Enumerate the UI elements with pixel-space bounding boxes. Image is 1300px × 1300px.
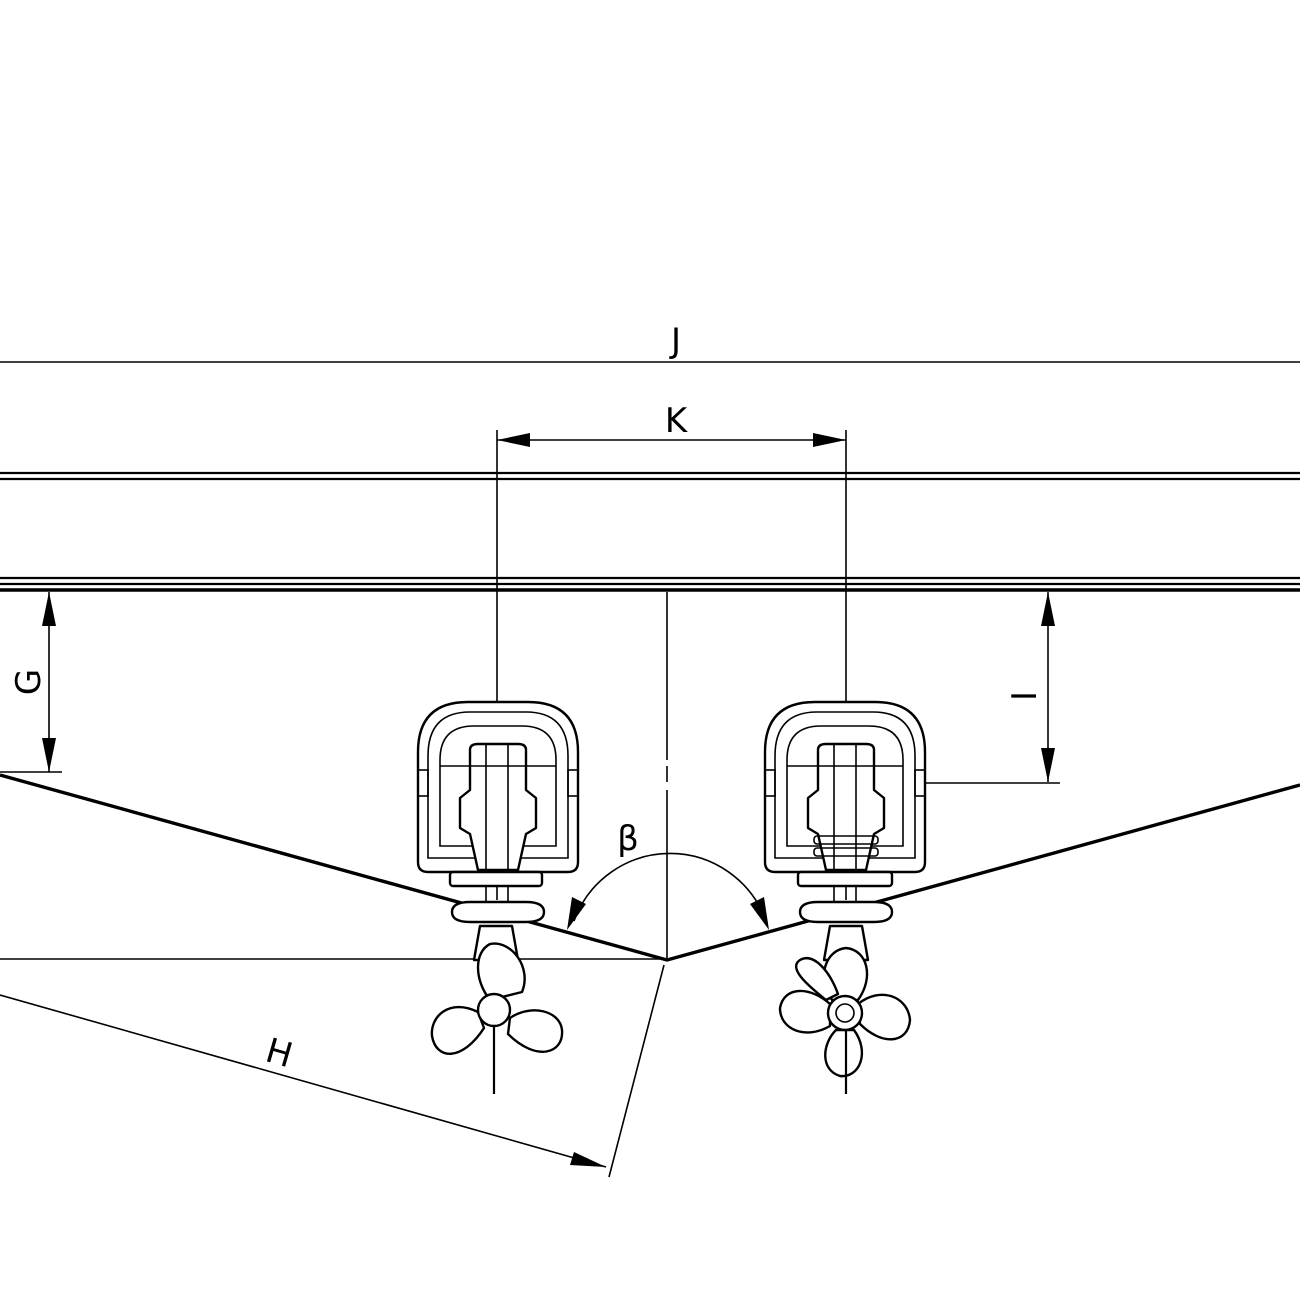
left-prop-blade-top [476, 942, 526, 1002]
right-motor-core [806, 742, 886, 872]
right-flange [798, 900, 894, 924]
dimension-h-line [0, 994, 607, 1168]
left-housing-clip-left [417, 769, 429, 797]
angle-beta-arrow-left [567, 897, 586, 930]
dimension-i-arrow-bottom [1041, 748, 1055, 782]
dimension-g-label: G [9, 669, 49, 695]
left-base-plate [448, 870, 544, 888]
right-base-plate [796, 870, 894, 888]
left-thruster [416, 700, 580, 1094]
left-housing-recess [439, 725, 557, 847]
right-thruster [763, 700, 927, 1094]
angle-beta-arrow-right [750, 897, 769, 930]
left-prop-hub [476, 992, 512, 1028]
dimension-h-label: H [261, 1031, 297, 1077]
right-housing-recess [786, 725, 904, 847]
dimension-k-arrow-left [497, 433, 530, 447]
right-housing-clip-left [764, 769, 776, 797]
right-prop-blade-left [778, 989, 832, 1034]
dimension-h-arrow [570, 1152, 606, 1167]
left-housing-inner [427, 711, 569, 859]
right-core-ring-1 [813, 835, 879, 845]
dimension-j-label: J [669, 321, 681, 361]
left-housing-clip-right [567, 769, 579, 797]
angle-beta-label: β [617, 819, 639, 859]
left-flange [450, 900, 546, 924]
dimension-h-extension [608, 964, 665, 1178]
angle-beta-arc [573, 852, 767, 922]
right-prop-hub [826, 994, 864, 1032]
dimension-k-label: K [665, 401, 689, 441]
dimension-j: J [0, 321, 1300, 363]
left-motor-core [458, 742, 538, 872]
right-prop-blade-upper-left [794, 957, 840, 1002]
dimension-h: H [0, 964, 665, 1178]
hull-rails [0, 471, 1300, 592]
dimension-g: G [0, 592, 62, 773]
right-neck [833, 885, 857, 903]
hull-v-line [0, 773, 1300, 962]
dimension-i-label: I [1005, 691, 1045, 701]
dimension-i: I [900, 592, 1060, 784]
dimension-i-arrow-top [1041, 592, 1055, 626]
right-prop-blade-right [856, 993, 912, 1041]
angle-beta: β [567, 819, 769, 930]
right-housing-inner [774, 711, 916, 859]
left-prop-blade-right [506, 1009, 564, 1053]
right-prop-hub-inner [835, 1003, 855, 1023]
left-prop-blade-left [430, 1005, 486, 1055]
hull-bottom [0, 773, 1300, 962]
dimension-g-arrow-bottom [42, 738, 56, 772]
dimension-g-arrow-top [42, 592, 56, 626]
right-core-ring-2 [813, 847, 879, 857]
dimension-k: K [497, 401, 846, 447]
right-housing-clip-right [914, 769, 926, 797]
left-neck [485, 885, 509, 903]
right-prop-blade-bottom [824, 1028, 864, 1078]
dimension-k-arrow-right [813, 433, 846, 447]
